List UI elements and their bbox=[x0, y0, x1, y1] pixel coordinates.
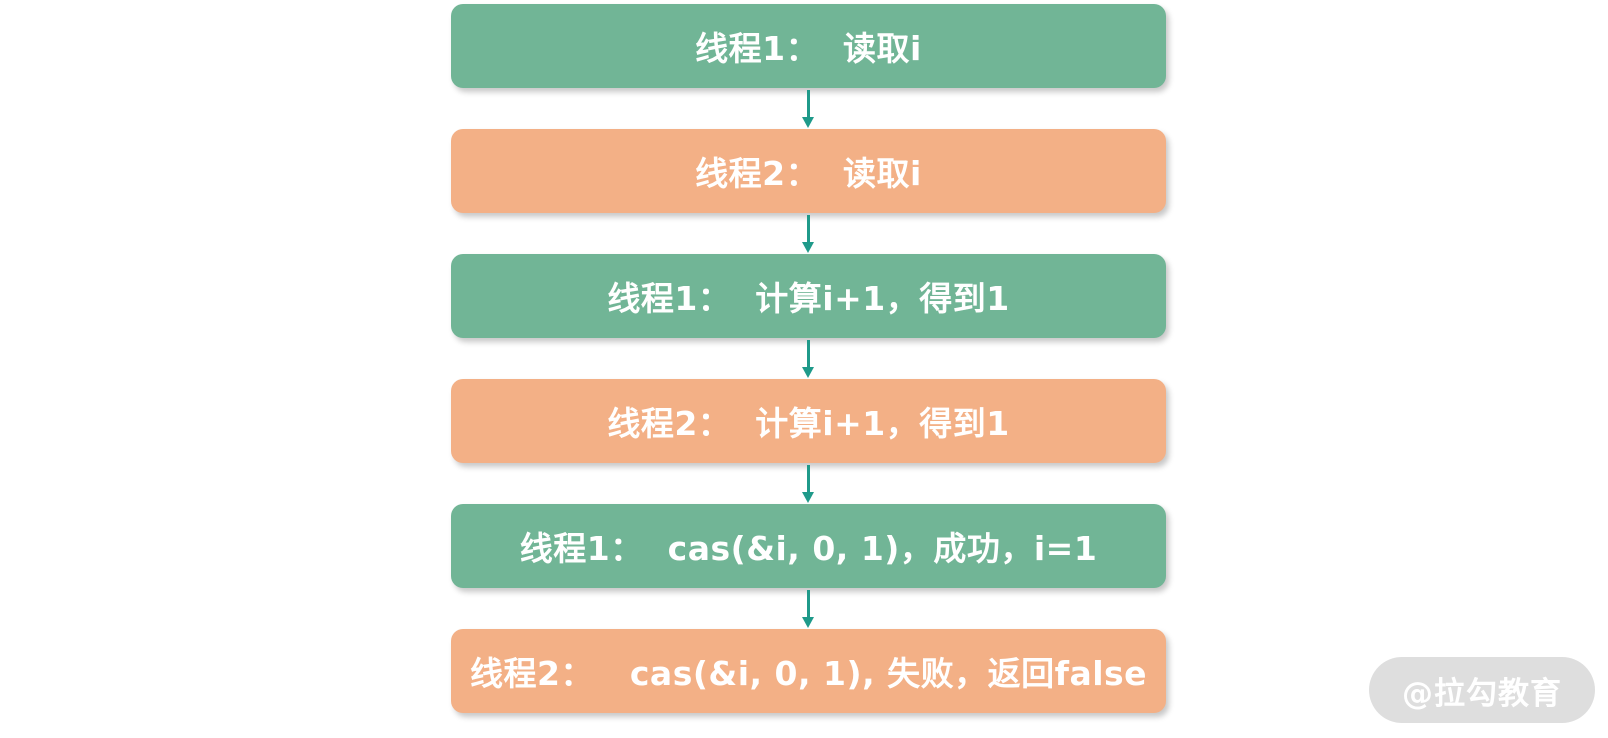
arrow-line bbox=[807, 90, 810, 120]
step-thread2-cas-fail: 线程2： cas(&i, 0, 1), 失败，返回false bbox=[451, 629, 1166, 713]
flow-arrow bbox=[451, 588, 1166, 629]
arrow-line bbox=[807, 340, 810, 370]
arrow-down-icon bbox=[802, 117, 814, 128]
cas-flow-diagram: 线程1： 读取i 线程2： 读取i 线程1： 计算i+1，得到1 线程2： 计算… bbox=[451, 4, 1166, 713]
flow-arrow bbox=[451, 213, 1166, 254]
arrow-down-icon bbox=[802, 242, 814, 253]
arrow-down-icon bbox=[802, 367, 814, 378]
arrow-line bbox=[807, 590, 810, 620]
step-thread2-read: 线程2： 读取i bbox=[451, 129, 1166, 213]
flow-arrow bbox=[451, 88, 1166, 129]
step-thread1-cas-success: 线程1： cas(&i, 0, 1)，成功，i=1 bbox=[451, 504, 1166, 588]
arrow-down-icon bbox=[802, 617, 814, 628]
watermark-logo: @拉勾教育 bbox=[1369, 657, 1595, 723]
arrow-line bbox=[807, 215, 810, 245]
step-thread1-compute: 线程1： 计算i+1，得到1 bbox=[451, 254, 1166, 338]
arrow-down-icon bbox=[802, 492, 814, 503]
step-thread1-read: 线程1： 读取i bbox=[451, 4, 1166, 88]
flow-arrow bbox=[451, 338, 1166, 379]
flow-arrow bbox=[451, 463, 1166, 504]
step-thread2-compute: 线程2： 计算i+1，得到1 bbox=[451, 379, 1166, 463]
arrow-line bbox=[807, 465, 810, 495]
